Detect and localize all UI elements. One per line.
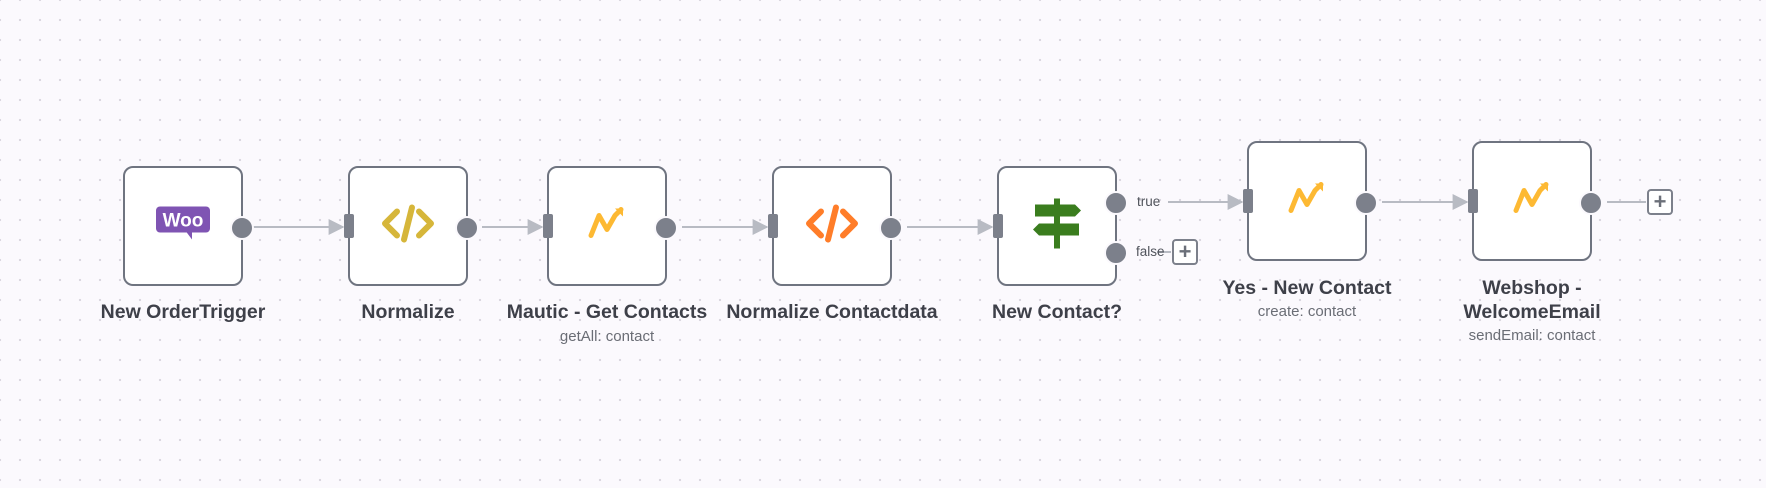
code-icon bbox=[381, 204, 435, 249]
node-subtitle: sendEmail: contact bbox=[1468, 327, 1596, 344]
woocommerce-icon: Woo bbox=[156, 206, 210, 246]
node-yes-new-contact[interactable] bbox=[1243, 141, 1378, 261]
input-handle[interactable] bbox=[1243, 189, 1253, 213]
node-label: Normalize Contactdata bbox=[726, 301, 938, 323]
branch-label-false: false bbox=[1136, 244, 1165, 259]
woo-logo-text: Woo bbox=[163, 211, 204, 232]
node-label: New Contact? bbox=[991, 301, 1122, 323]
input-handle[interactable] bbox=[344, 214, 354, 238]
node-label: New OrderTrigger bbox=[100, 301, 266, 323]
node-subtitle: create: contact bbox=[1257, 303, 1357, 320]
node-label: Normalize bbox=[361, 301, 455, 323]
output-handle[interactable] bbox=[1354, 191, 1378, 215]
output-handle-false[interactable] bbox=[1104, 241, 1128, 265]
node-label: Mautic - Get Contacts bbox=[506, 301, 708, 323]
add-node-false-button[interactable]: + bbox=[1172, 239, 1198, 265]
node-label: Yes - New Contact bbox=[1222, 277, 1392, 299]
code-icon bbox=[805, 204, 859, 249]
output-handle[interactable] bbox=[654, 216, 678, 240]
output-handle[interactable] bbox=[1579, 191, 1603, 215]
output-handle-true[interactable] bbox=[1104, 191, 1128, 215]
input-handle[interactable] bbox=[1468, 189, 1478, 213]
node-webshop-welcome-email[interactable] bbox=[1468, 141, 1603, 261]
node-label-line2: WelcomeEmail bbox=[1463, 301, 1601, 323]
input-handle[interactable] bbox=[993, 214, 1003, 238]
output-handle[interactable] bbox=[230, 216, 254, 240]
node-new-contact-if[interactable] bbox=[993, 166, 1128, 286]
node-normalize-contactdata[interactable] bbox=[768, 166, 903, 286]
node-normalize[interactable] bbox=[344, 166, 479, 286]
output-handle[interactable] bbox=[455, 216, 479, 240]
output-handle[interactable] bbox=[879, 216, 903, 240]
node-new-order-trigger[interactable]: Woo bbox=[123, 166, 254, 286]
mautic-icon bbox=[587, 206, 627, 247]
add-node-end-button[interactable]: + bbox=[1647, 189, 1673, 215]
node-subtitle: getAll: contact bbox=[559, 328, 655, 345]
signpost-icon bbox=[1031, 197, 1083, 256]
node-label-line1: Webshop - bbox=[1482, 277, 1582, 299]
input-handle[interactable] bbox=[543, 214, 553, 238]
mautic-icon bbox=[1512, 181, 1552, 222]
mautic-icon bbox=[1287, 181, 1327, 222]
branch-label-true: true bbox=[1137, 194, 1161, 209]
input-handle[interactable] bbox=[768, 214, 778, 238]
node-mautic-get-contacts[interactable] bbox=[543, 166, 678, 286]
